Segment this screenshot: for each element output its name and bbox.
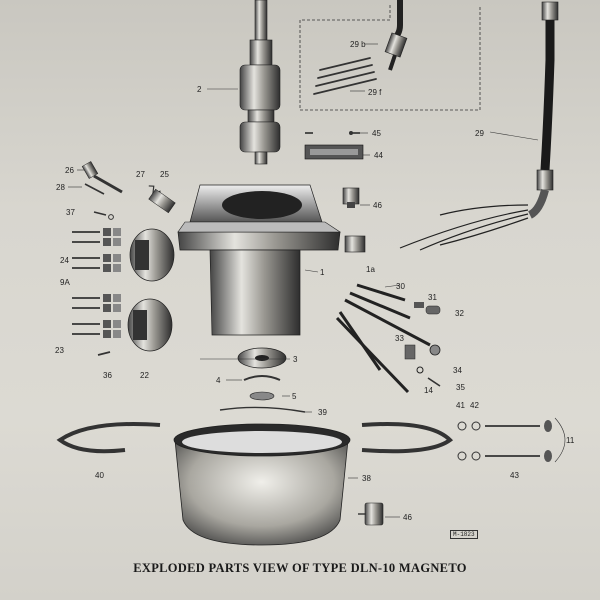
screw-35-part <box>427 377 441 387</box>
label-9a: 9A <box>60 278 70 287</box>
washer-4-part <box>243 375 281 381</box>
label-22: 22 <box>140 371 149 380</box>
screw-36-part <box>97 351 111 356</box>
inset-dashed-box <box>299 5 481 111</box>
plug-46-lower-part <box>358 502 384 526</box>
label-11: 11 <box>566 436 575 445</box>
terminal-34-part <box>429 344 441 356</box>
callout-labels: 2 29 b 29 f 29 45 44 26 27 25 28 46 37 2… <box>55 40 575 522</box>
coil-upper-part <box>129 228 175 282</box>
strap-right-part <box>361 422 454 454</box>
coil-lower-part <box>127 298 173 352</box>
label-1a: 1a <box>366 265 375 274</box>
screw-bank-23-part <box>72 294 121 338</box>
label-4: 4 <box>216 376 221 385</box>
terminal-31-part <box>414 302 424 308</box>
pin-28-part <box>84 183 105 195</box>
screw-37-part <box>93 211 114 220</box>
screw-43-part <box>457 420 552 462</box>
bearing-part <box>237 347 287 369</box>
label-45: 45 <box>372 129 381 138</box>
screw-bank-24-part <box>72 228 121 272</box>
label-31: 31 <box>428 293 437 302</box>
washer-5-part <box>249 391 275 401</box>
label-3: 3 <box>293 355 298 364</box>
label-44: 44 <box>374 151 383 160</box>
wire-strands-part <box>313 57 377 95</box>
label-26: 26 <box>65 166 74 175</box>
label-27: 27 <box>136 170 145 179</box>
connector-1a-part <box>344 235 366 253</box>
leader-lines <box>68 43 566 518</box>
screw-45-part <box>305 131 360 135</box>
label-32: 32 <box>455 309 464 318</box>
label-43: 43 <box>510 471 519 480</box>
washer-14-part <box>416 366 424 374</box>
label-35: 35 <box>456 383 465 392</box>
label-25: 25 <box>160 170 169 179</box>
connector-46-upper-part <box>342 187 360 208</box>
cable-elbow-part <box>384 0 408 71</box>
label-46-upper: 46 <box>373 201 382 210</box>
cover-cup-part <box>173 423 351 546</box>
lead-wires-part <box>335 283 431 394</box>
label-1: 1 <box>320 268 325 277</box>
label-28: 28 <box>56 183 65 192</box>
terminal-32-part <box>425 305 441 315</box>
label-36: 36 <box>103 371 112 380</box>
strap-left-part <box>56 422 161 454</box>
label-2: 2 <box>197 85 202 94</box>
label-42: 42 <box>470 401 479 410</box>
label-39: 39 <box>318 408 327 417</box>
terminal-33-part <box>404 344 416 360</box>
label-37: 37 <box>66 208 75 217</box>
label-41: 41 <box>456 401 465 410</box>
figure-stamp: M-1823 <box>450 530 478 539</box>
label-29f: 29 f <box>368 88 382 97</box>
label-23: 23 <box>55 346 64 355</box>
plug-25-part <box>148 188 176 214</box>
nameplate-part <box>304 144 364 160</box>
label-5: 5 <box>292 392 297 401</box>
ignition-cable-part <box>399 1 559 251</box>
label-33: 33 <box>395 334 404 343</box>
label-29: 29 <box>475 129 484 138</box>
label-40: 40 <box>95 471 104 480</box>
label-24: 24 <box>60 256 69 265</box>
label-14: 14 <box>424 386 433 395</box>
label-29b: 29 b <box>350 40 366 49</box>
label-38: 38 <box>362 474 371 483</box>
rotor-shaft-part <box>239 0 281 165</box>
label-30: 30 <box>396 282 405 291</box>
label-34: 34 <box>453 366 462 375</box>
magneto-housing-part <box>177 184 341 336</box>
label-46-lower: 46 <box>403 513 412 522</box>
wire-39-part <box>219 406 306 413</box>
figure-caption: EXPLODED PARTS VIEW OF TYPE DLN-10 MAGNE… <box>133 561 467 575</box>
screw-26-part <box>81 161 123 194</box>
